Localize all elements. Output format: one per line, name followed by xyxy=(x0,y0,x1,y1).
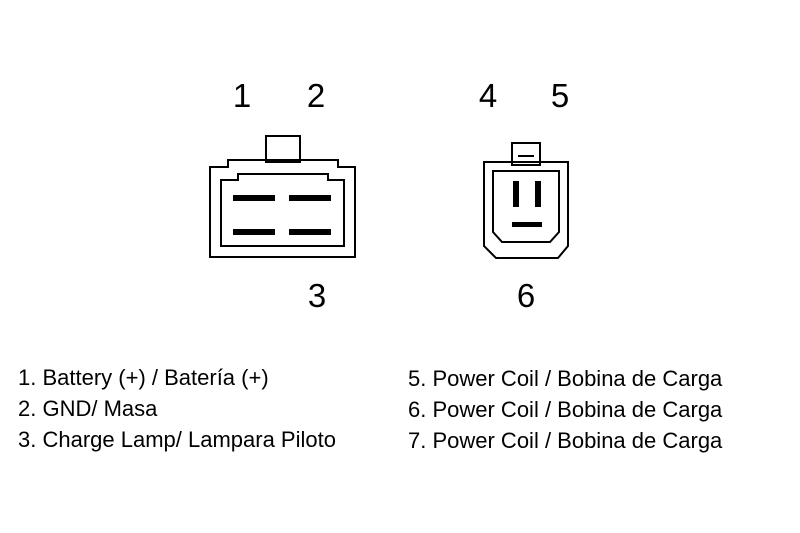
legend-item-6: 6. Power Coil / Bobina de Carga xyxy=(408,397,723,422)
right-connector xyxy=(483,142,569,259)
legend-item-3: 3. Charge Lamp/ Lampara Piloto xyxy=(18,427,336,452)
terminal-pin-4 xyxy=(513,181,519,207)
left-connector xyxy=(209,135,356,258)
left-connector-outer-housing xyxy=(209,159,356,258)
right-connector-terminals xyxy=(512,181,542,227)
terminal-slot-1 xyxy=(233,195,275,201)
left-connector-latch xyxy=(265,135,301,163)
pin-label-3: 3 xyxy=(308,277,326,314)
left-connector-inner-housing xyxy=(220,173,345,247)
legend-item-7: 7. Power Coil / Bobina de Carga xyxy=(408,428,723,453)
terminal-slot-3 xyxy=(233,229,275,235)
pin-label-2: 2 xyxy=(307,77,325,114)
terminal-pin-6 xyxy=(512,222,542,227)
pin-label-5: 5 xyxy=(551,77,569,114)
pin-label-4: 4 xyxy=(479,77,497,114)
terminal-slot-4 xyxy=(289,229,331,235)
legend-item-1: 1. Battery (+) / Batería (+) xyxy=(18,365,269,390)
terminal-slot-2 xyxy=(289,195,331,201)
legend-right: 5. Power Coil / Bobina de Carga 6. Power… xyxy=(408,363,722,456)
right-connector-latch xyxy=(511,142,541,166)
pin-label-1: 1 xyxy=(233,77,251,114)
legend-item-2: 2. GND/ Masa xyxy=(18,396,158,421)
right-connector-outer-housing xyxy=(483,161,569,259)
legend-left: 1. Battery (+) / Batería (+) 2. GND/ Mas… xyxy=(18,362,336,455)
pin-label-6: 6 xyxy=(517,277,535,314)
terminal-pin-5 xyxy=(535,181,541,207)
legend-item-5: 5. Power Coil / Bobina de Carga xyxy=(408,366,723,391)
left-connector-terminals xyxy=(233,195,331,235)
right-connector-inner-housing xyxy=(492,170,560,243)
